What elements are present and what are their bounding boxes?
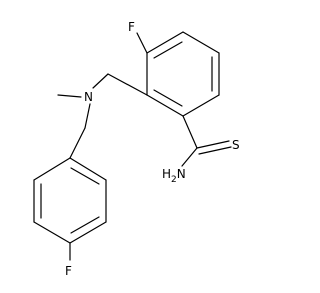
- bond: [84, 103, 91, 129]
- double-bond: [198, 146, 232, 155]
- bond: [182, 115, 198, 149]
- double-bond-inner: [70, 216, 100, 234]
- atom-label-sulfur: S: [232, 138, 240, 152]
- atom-label-fluorine-bottom: F: [65, 264, 72, 278]
- bond: [181, 147, 198, 167]
- bond: [182, 94, 220, 117]
- thioamide-group: S H2N: [162, 115, 240, 185]
- bond: [33, 157, 71, 181]
- bond: [69, 157, 107, 181]
- atom-label-nitrogen: N: [84, 90, 93, 104]
- bond: [33, 221, 71, 244]
- double-bond: [196, 140, 230, 149]
- double-bond-inner: [70, 167, 100, 185]
- bond: [146, 31, 184, 54]
- upper-ring: [146, 31, 220, 117]
- bond: [136, 32, 148, 54]
- chemical-structure: F S H2N N: [33, 20, 240, 278]
- double-bond-inner: [153, 41, 183, 59]
- structure-canvas: F S H2N N: [33, 20, 240, 278]
- atom-label-amide-h: H2N: [162, 167, 186, 185]
- lower-ring: [33, 157, 107, 244]
- atom-label-fluorine-top: F: [128, 20, 135, 34]
- bond: [92, 73, 109, 89]
- bond: [182, 31, 220, 54]
- bond: [69, 221, 107, 244]
- bond: [146, 94, 184, 117]
- bond: [107, 73, 148, 96]
- bond: [69, 127, 86, 159]
- double-bond-inner: [153, 89, 183, 107]
- bond: [57, 94, 82, 98]
